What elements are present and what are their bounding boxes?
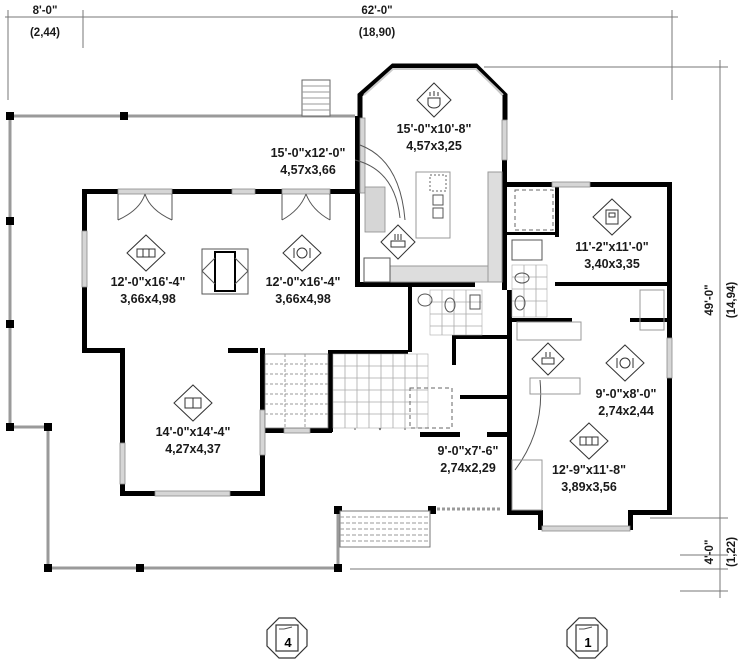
elevation-marker-1[interactable]: 1	[566, 617, 608, 659]
room-kitchen-imperial: 15'-0"x12'-0"	[271, 146, 346, 160]
room-entry-imperial: 9'-0"x7'-6"	[438, 444, 499, 458]
room-den-imperial: 14'-0"x14'-4"	[156, 425, 231, 439]
plate-icon	[282, 234, 322, 272]
room-labels: 15'-0"x10'-8" 4,57x3,25 15'-0"x12'-0" 4,…	[111, 122, 657, 494]
tile-floor	[332, 264, 548, 429]
room-den-metric: 4,27x4,37	[165, 442, 221, 456]
room-dining-metric: 3,66x4,98	[275, 292, 331, 306]
pot-icon	[380, 224, 416, 260]
room-dining-nook-imperial: 15'-0"x10'-8"	[397, 122, 472, 136]
sofa-icon	[569, 422, 609, 460]
dimension-labels: 8'-0" (2,44) 62'-0" (18,90) 49'-0" (14,9…	[30, 5, 738, 567]
windows	[81, 117, 673, 532]
elevation-marker-4-label: 4	[284, 635, 292, 650]
room-icons	[126, 82, 645, 460]
walls	[82, 63, 672, 530]
room-bedroom-metric: 3,40x3,35	[584, 257, 640, 271]
dim-right-small-imperial: 4'-0"	[704, 540, 716, 565]
dim-top-main-metric: (18,90)	[359, 27, 396, 39]
room-entry-metric: 2,74x2,29	[440, 461, 496, 475]
room-dining-nook-metric: 4,57x3,25	[406, 139, 462, 153]
fixtures	[409, 189, 665, 511]
room-unit-living-metric: 3,89x3,56	[561, 480, 617, 494]
book-icon	[173, 384, 213, 422]
room-living-metric: 3,66x4,98	[120, 292, 176, 306]
dim-right-main-metric: (14,94)	[726, 282, 738, 319]
dim-right-small-metric: (1,22)	[726, 537, 738, 567]
dim-top-main-imperial: 62'-0"	[361, 5, 392, 17]
pot-icon	[531, 342, 565, 376]
bed-icon	[592, 198, 632, 236]
sofa-icon	[126, 234, 166, 272]
room-unit-living-imperial: 12'-9"x11'-8"	[552, 463, 626, 477]
room-kitchen-metric: 4,57x3,66	[280, 163, 336, 177]
dining-table	[201, 248, 249, 295]
room-bedroom-imperial: 11'-2"x11'-0"	[575, 240, 648, 254]
kitchen-fixtures	[363, 171, 503, 283]
room-unit-dining-metric: 2,74x2,44	[598, 404, 654, 418]
room-dining-imperial: 12'-0"x16'-4"	[266, 275, 341, 289]
porch	[6, 112, 500, 572]
plate-icon	[605, 344, 645, 382]
bottom-steps	[339, 510, 431, 548]
cup-icon	[416, 82, 452, 118]
elevation-marker-1-label: 1	[584, 635, 591, 650]
stairs	[264, 353, 329, 429]
dim-right-main-imperial: 49'-0"	[704, 284, 716, 315]
dim-top-left-imperial: 8'-0"	[33, 5, 58, 17]
room-living-imperial: 12'-0"x16'-4"	[111, 275, 186, 289]
room-unit-dining-imperial: 9'-0"x8'-0"	[596, 387, 657, 401]
elevation-marker-4[interactable]: 4	[266, 617, 308, 659]
dimension-lines	[5, 10, 728, 598]
top-steps	[301, 79, 331, 117]
dim-top-left-metric: (2,44)	[30, 27, 60, 39]
